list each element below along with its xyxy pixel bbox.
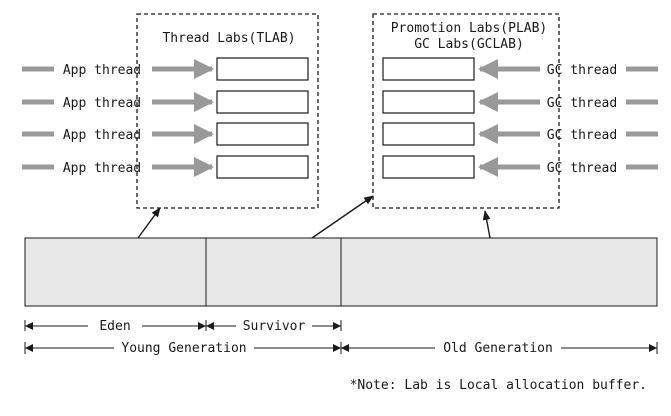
plab-title-line2: GC Labs(GCLAB) — [414, 37, 524, 52]
gc-thread-label: GC thread — [547, 161, 617, 176]
plab-buffer — [382, 122, 475, 146]
survivor-label: Survivor — [243, 319, 306, 334]
old-label-bg — [435, 339, 561, 355]
survivor-region — [205, 237, 342, 307]
eden-region — [24, 237, 207, 307]
app-thread-label: App thread — [63, 63, 141, 78]
old-label: Old Generation — [443, 341, 553, 356]
footnote: *Note: Lab is Local allocation buffer. — [350, 378, 647, 393]
plab-buffer — [382, 90, 475, 114]
tlab-buffer — [216, 155, 309, 179]
survivor-to-plab-arrow — [311, 195, 374, 239]
gc-thread-label: GC thread — [547, 63, 617, 78]
allocation-arrows — [137, 195, 491, 239]
eden-to-tlab-arrow — [137, 207, 161, 239]
young-label-bg — [114, 339, 254, 355]
gc-thread-label: GC thread — [547, 128, 617, 143]
measurements: Eden Survivor Young Generation Old Gener… — [24, 317, 658, 356]
app-thread-label: App thread — [63, 96, 141, 111]
tlab-container — [136, 13, 319, 209]
eden-label: Eden — [99, 319, 130, 334]
eden-label-bg — [88, 317, 142, 333]
app-thread-label: App thread — [63, 128, 141, 143]
measure-arrowheads — [25, 344, 657, 352]
survivor-label-bg — [236, 317, 312, 333]
tlab-buffer — [216, 57, 309, 81]
tlab-buffer — [216, 90, 309, 114]
young-label: Young Generation — [121, 341, 246, 356]
plab-container — [372, 13, 560, 209]
plab-buffer — [382, 155, 475, 179]
old-to-plab-arrow — [482, 210, 491, 239]
heap — [24, 237, 658, 307]
plab-group: Promotion Labs(PLAB) GC Labs(GCLAB) GC t… — [372, 13, 658, 209]
plab-title-line1: Promotion Labs(PLAB) — [391, 21, 548, 36]
old-region — [340, 237, 658, 307]
plab-buffer — [382, 57, 475, 81]
tlab-buffer — [216, 122, 309, 146]
gc-thread-label: GC thread — [547, 96, 617, 111]
tlab-title: Thread Labs(TLAB) — [162, 31, 295, 46]
app-thread-label: App thread — [63, 161, 141, 176]
